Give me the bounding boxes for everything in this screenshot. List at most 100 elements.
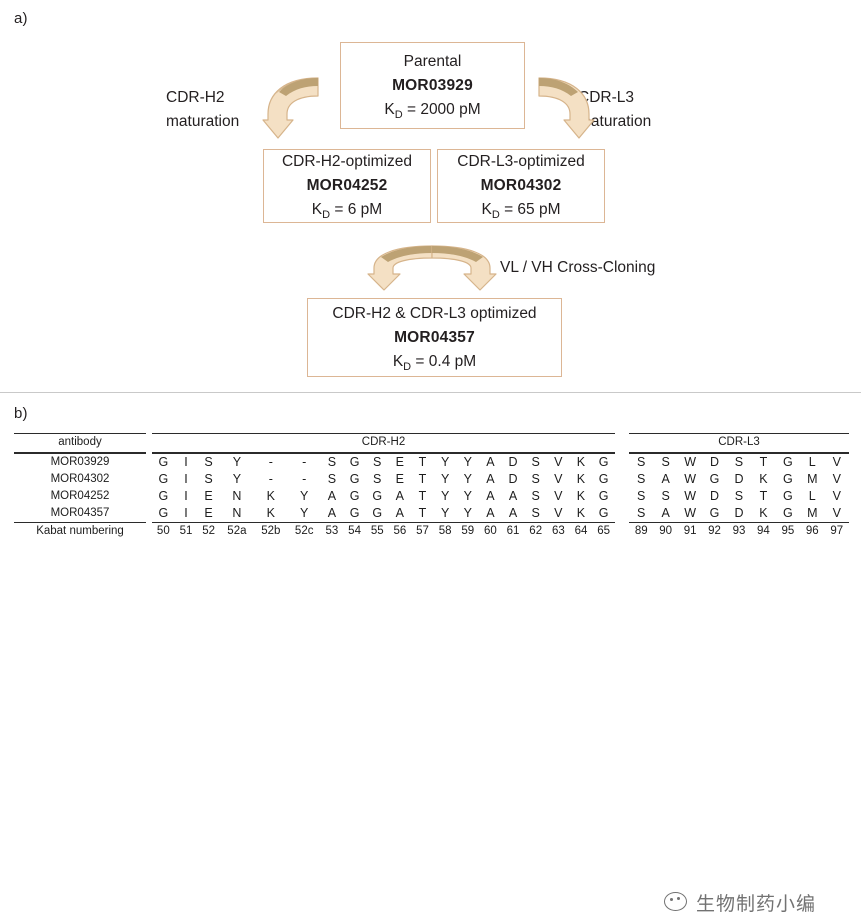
- box-parental-mor03929: Parental MOR03929 KD = 2000 pM: [340, 42, 525, 129]
- residue-cell: S: [365, 452, 389, 471]
- residue-cell: D: [702, 452, 727, 471]
- residue-cell: V: [832, 472, 841, 486]
- label-cdr-h2-maturation: CDR-H2 maturation: [166, 86, 239, 134]
- residue-cell: D: [734, 472, 744, 486]
- watermark-text: 生物制药小编: [696, 893, 817, 915]
- residue-cell: A: [395, 489, 405, 503]
- residue-cell: W: [684, 489, 696, 503]
- residue-cell: S: [734, 489, 744, 503]
- residue-cell: V: [547, 452, 570, 471]
- residue-cell: V: [554, 506, 563, 520]
- residue-cell: G: [349, 506, 360, 520]
- kd-subscript: D: [322, 209, 331, 222]
- curved-arrow-right-icon: [538, 77, 595, 139]
- kabat-number-cell: 61: [501, 522, 525, 540]
- table-row: MOR04302: [14, 471, 146, 488]
- residue-cell: Y: [300, 506, 309, 520]
- residue-cell: E: [204, 506, 213, 520]
- box-l3opt-kd: KD = 65 pM: [481, 198, 560, 222]
- residue-cell: K: [576, 506, 586, 520]
- kabat-numbering-row: Kabat numbering: [14, 522, 146, 540]
- residue-cell: -: [253, 452, 288, 471]
- kd-value: = 65 pM: [499, 201, 561, 218]
- residue-cell: D: [710, 489, 720, 503]
- antibody-name: MOR04302: [50, 473, 110, 485]
- kabat-number-cell: 93: [726, 522, 752, 540]
- box-both-clone: MOR04357: [394, 328, 475, 346]
- kabat-number-cell: 95: [775, 522, 801, 540]
- residue-cell: Y: [433, 452, 457, 471]
- residue-cell: E: [204, 489, 213, 503]
- kabat-number-cell: 56: [388, 522, 412, 540]
- residue-cell: A: [661, 472, 670, 486]
- residue-cell: G: [343, 452, 366, 471]
- residue-cell: G: [775, 452, 801, 471]
- watermark-overlay: 生物制药小编: [662, 888, 852, 918]
- residue-cell: G: [349, 472, 360, 486]
- kabat-number-cell: 89: [629, 522, 654, 540]
- label-cdr-h2-maturation-line2: maturation: [166, 113, 240, 130]
- kabat-number-cell: 96: [800, 522, 825, 540]
- residue-cell: W: [684, 472, 696, 486]
- residue-cell: Y: [232, 472, 242, 486]
- label-cdr-l3-maturation-line2: maturation: [578, 113, 652, 130]
- residue-cell: Y: [463, 472, 472, 486]
- kabat-number-cell: 51: [174, 522, 198, 540]
- residue-cell: A: [661, 506, 670, 520]
- kd-value: = 6 pM: [330, 201, 383, 218]
- label-cdr-l3-maturation-line1: CDR-L3: [578, 89, 634, 106]
- kabat-number-cell: 59: [456, 522, 480, 540]
- antibody-name: MOR04252: [50, 490, 110, 502]
- residue-cell: M: [807, 472, 818, 486]
- kabat-number-cell: 91: [677, 522, 703, 540]
- residue-cell: Y: [456, 452, 480, 471]
- residue-cell: -: [268, 472, 273, 486]
- box-h2opt-clone: MOR04252: [306, 177, 388, 194]
- residue-cell: M: [807, 506, 818, 520]
- box-cdr-h2-optimized-mor04252: CDR-H2-optimized MOR04252 KD = 6 pM: [263, 149, 431, 223]
- box-parental-kd: KD = 2000 pM: [384, 98, 480, 122]
- panel-b-sequence-alignment: b) antibody MOR03929 MOR04302 MOR04252 M…: [0, 393, 861, 915]
- panel-b-label: b): [14, 405, 28, 422]
- residue-cell: K: [759, 506, 768, 520]
- residue-cell: D: [501, 452, 525, 471]
- label-vl-vh-cross-cloning: VL / VH Cross-Cloning: [500, 259, 656, 276]
- residue-cell: G: [782, 506, 793, 520]
- residue-cell: S: [524, 452, 548, 471]
- residue-cell: S: [637, 472, 646, 486]
- kabat-number-cell: 55: [365, 522, 389, 540]
- residue-cell: Y: [463, 506, 472, 520]
- residue-cell: Y: [440, 506, 450, 520]
- residue-cell: S: [531, 472, 540, 486]
- residue-cell: S: [637, 506, 646, 520]
- residue-cell: G: [709, 506, 720, 520]
- residue-cell: S: [629, 452, 654, 471]
- residue-cell: -: [287, 452, 321, 471]
- residue-cell: V: [832, 489, 841, 503]
- residue-cell: V: [554, 472, 563, 486]
- residue-cell: V: [824, 452, 849, 471]
- box-both-title: CDR-H2 & CDR-L3 optimized: [332, 304, 537, 322]
- panel-a-maturation-scheme: a) Parental MOR03929 KD = 2000 pM CDR-H2…: [0, 0, 861, 392]
- residue-cell: T: [411, 452, 434, 471]
- kd-subscript: D: [491, 209, 500, 222]
- antibody-header-cell: antibody: [14, 433, 146, 454]
- kd-symbol: K: [311, 201, 323, 218]
- residue-cell: A: [486, 472, 495, 486]
- kabat-number-cell: 62: [524, 522, 548, 540]
- residue-cell: K: [266, 489, 275, 503]
- cdr-header-cell: CDR-L3: [629, 433, 849, 454]
- residue-cell: V: [554, 489, 563, 503]
- residue-cell: T: [418, 472, 427, 486]
- kabat-number-cell: 53: [320, 522, 344, 540]
- residue-cell: L: [800, 452, 825, 471]
- cross-cloning-circular-arrows-icon: [367, 245, 497, 291]
